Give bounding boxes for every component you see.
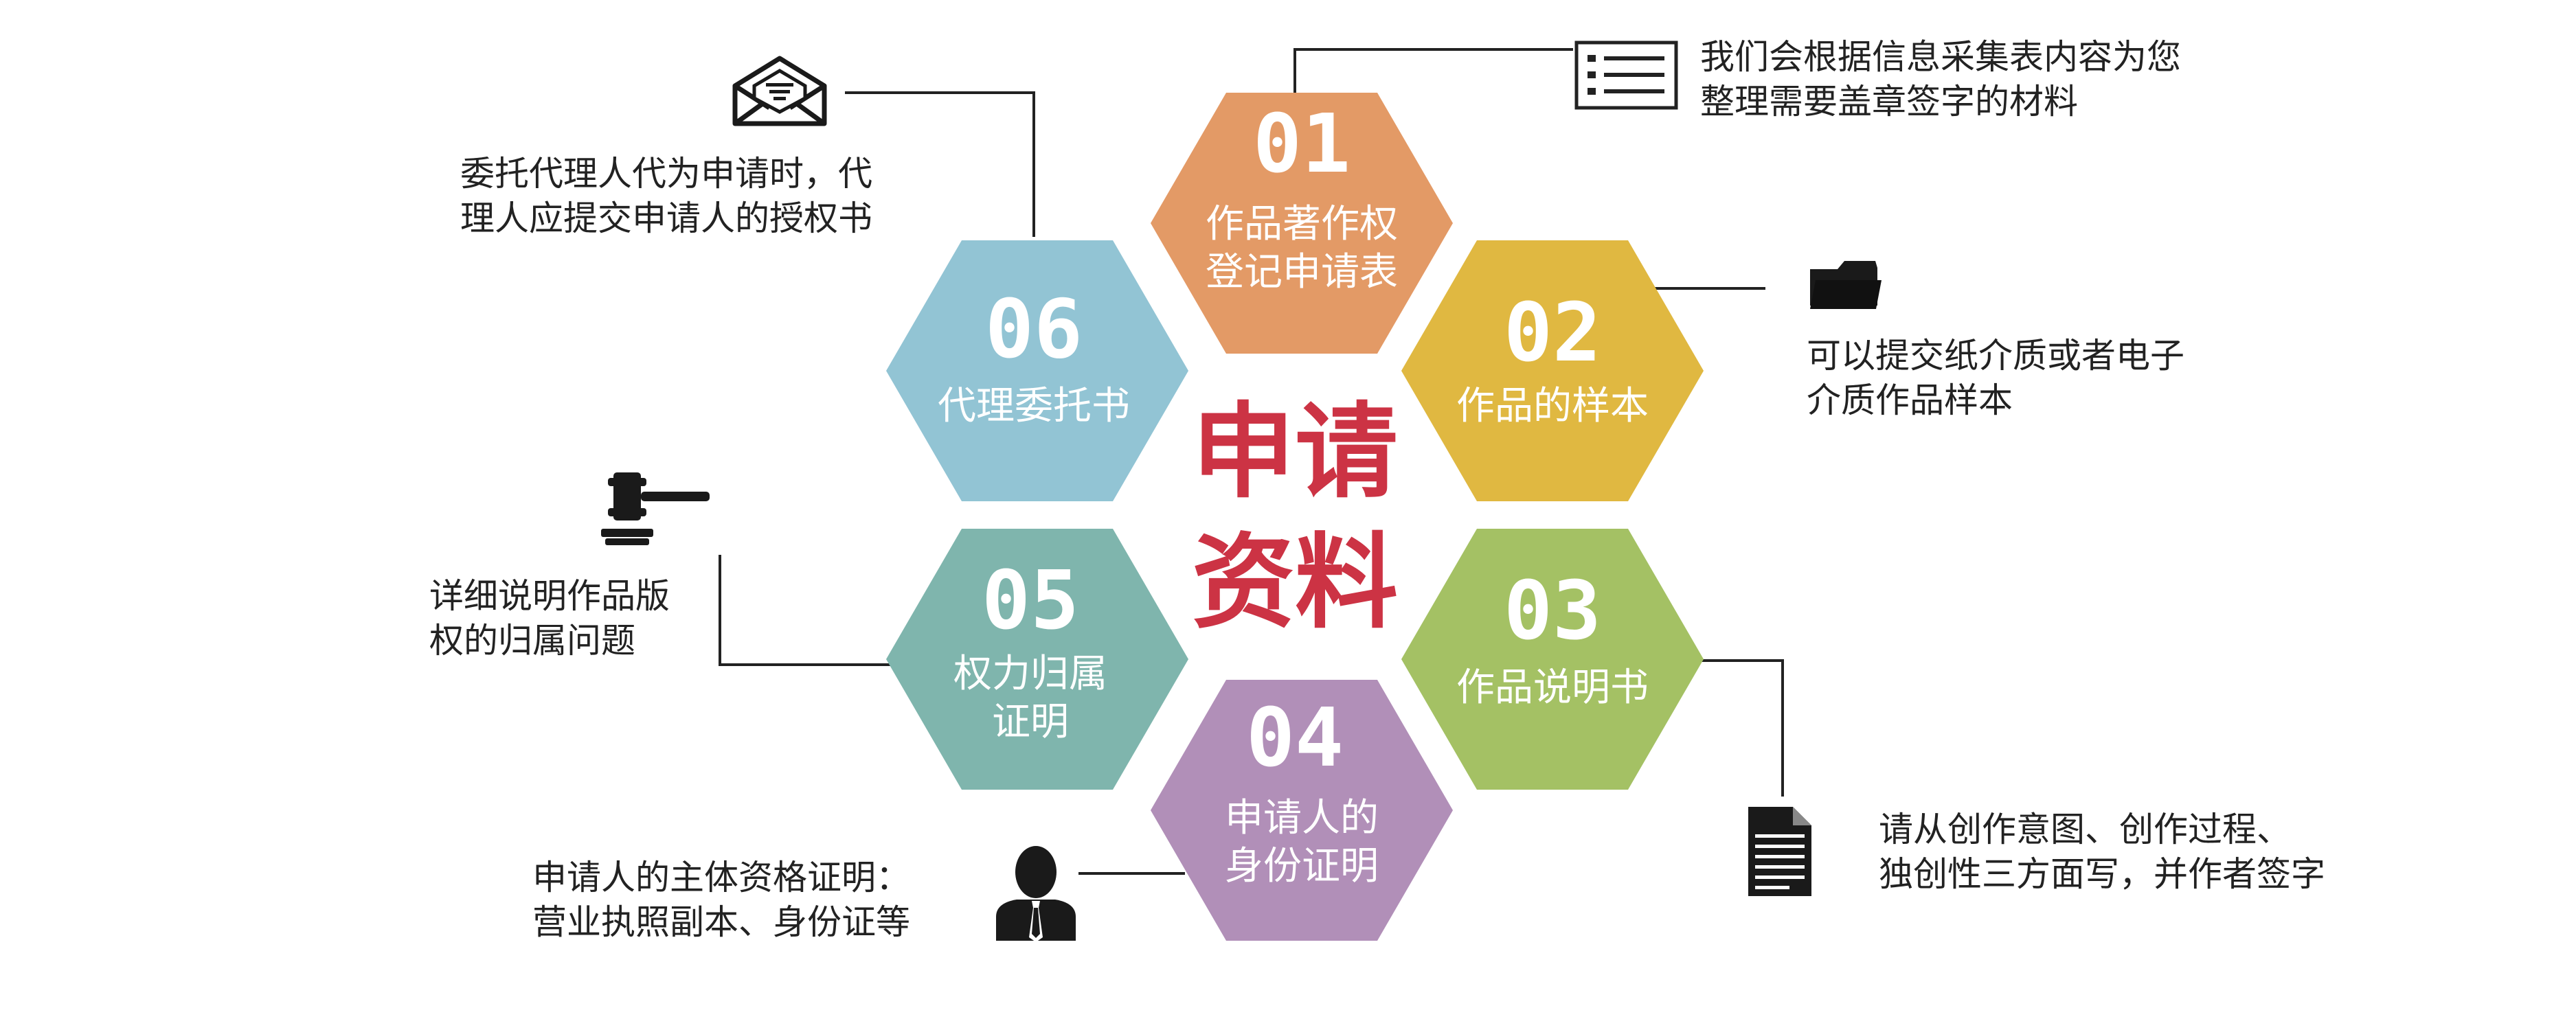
note-02-line2: 介质作品样本 (1807, 380, 2013, 420)
connector-01 (1293, 48, 1573, 93)
form-list-icon (1574, 41, 1678, 110)
note-04-line1: 申请人的主体资格证明： (532, 858, 910, 897)
hex-04-label-line1: 申请人的 (1225, 796, 1379, 840)
hex-05-label-line2: 证明 (992, 700, 1069, 744)
hex-01: 01 作品著作权 登记申请表 (1151, 93, 1453, 354)
hex-03-shape (1401, 529, 1704, 790)
hex-01-shape (1151, 93, 1453, 354)
hex-06-number: 06 (985, 282, 1083, 376)
person-icon (996, 846, 1076, 942)
connector-05 (719, 555, 900, 666)
hex-05: 05 权力归属 证明 (886, 529, 1188, 790)
hex-06-shape (886, 240, 1188, 501)
hex-02-shape (1401, 240, 1704, 501)
hex-03-label-line1: 作品说明书 (1456, 665, 1649, 710)
hex-05-number: 05 (982, 553, 1079, 648)
note-06-line2: 理人应提交申请人的授权书 (460, 198, 872, 238)
folder-icon (1810, 261, 1882, 309)
hex-04-number: 04 (1246, 690, 1344, 785)
hex-05-label-line1: 权力归属 (953, 652, 1107, 696)
hex-06: 06 代理委托书 (886, 240, 1188, 501)
note-05-line2: 权的归属问题 (429, 621, 635, 661)
note-04-line2: 营业执照副本、身份证等 (532, 902, 910, 942)
note-03-line1: 请从创作意图、创作过程、 (1879, 810, 2291, 849)
center-title-line1: 申请 (1192, 393, 1398, 512)
hex-03: 03 作品说明书 (1401, 529, 1704, 790)
hex-01-label-line2: 登记申请表 (1206, 250, 1398, 295)
hex-01-label-line1: 作品著作权 (1206, 202, 1398, 247)
note-01-line1: 我们会根据信息采集表内容为您 (1700, 37, 2181, 77)
note-06-line1: 委托代理人代为申请时，代 (460, 154, 872, 194)
hex-03-number: 03 (1504, 563, 1601, 658)
note-05-line1: 详细说明作品版 (429, 576, 670, 616)
hex-06-label-line1: 代理委托书 (938, 384, 1130, 428)
hex-05-shape (886, 529, 1188, 790)
hex-02: 02 作品的样本 (1401, 240, 1704, 501)
envelope-icon (732, 56, 827, 126)
connector-03 (1697, 659, 1784, 797)
note-03-line2: 独创性三方面写，并作者签字 (1879, 854, 2325, 894)
hex-02-label-line1: 作品的样本 (1456, 384, 1649, 428)
hex-04-label-line2: 身份证明 (1225, 844, 1379, 889)
hex-04: 04 申请人的 身份证明 (1151, 680, 1453, 941)
hex-01-number: 01 (1253, 96, 1351, 191)
connector-06 (845, 91, 1035, 237)
connector-lines (719, 48, 1784, 875)
hex-02-number: 02 (1504, 285, 1601, 380)
gavel-icon (601, 472, 710, 545)
document-icon (1748, 807, 1811, 896)
note-02-line1: 可以提交纸介质或者电子 (1807, 336, 2184, 376)
center-title-line2: 资料 (1192, 523, 1398, 643)
hex-04-shape (1151, 680, 1453, 941)
note-01-line2: 整理需要盖章签字的材料 (1700, 82, 2078, 122)
